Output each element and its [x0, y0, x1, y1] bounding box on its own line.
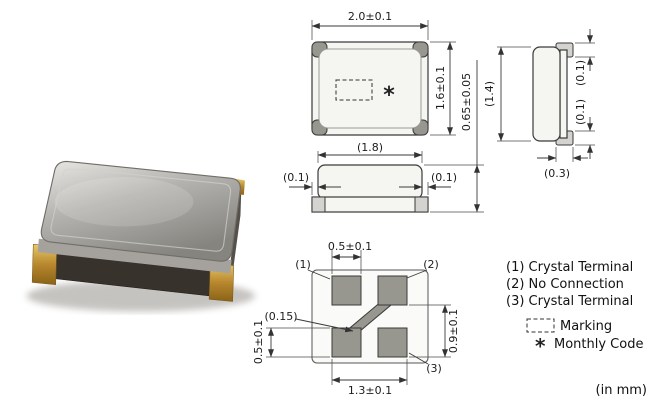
photo-metal-lid [40, 160, 241, 262]
top-width-dimension: 2.0±0.1 [348, 10, 392, 23]
photo-lid-sheen [54, 177, 194, 227]
photo-lid-bevel [37, 238, 232, 274]
top-view-lid-outline [318, 48, 422, 129]
trace-width-dimension: (0.15) [264, 310, 297, 323]
product-photo [26, 160, 256, 312]
terminal-3-label: (3) [426, 362, 442, 375]
bottom-pad-2 [377, 275, 408, 306]
legend-terminal-3: (3) Crystal Terminal [506, 294, 633, 309]
bottom-view: 0.5±0.1 0.5±0.1 0.9±0.1 1.3±0.1 (0.15) (… [252, 240, 460, 397]
terminal-2-label: (2) [423, 258, 439, 271]
pad-span-dimension: 1.3±0.1 [348, 384, 392, 397]
side-view: (1.4) (0.1) (0.1) (0.3) [483, 29, 595, 180]
bottom-pad-3 [377, 327, 408, 358]
left-margin-dimension: (0.1) [283, 171, 309, 184]
lid-width-dimension: (1.8) [357, 141, 383, 154]
lid-height-dimension: (1.4) [483, 81, 496, 107]
terminal-width-dimension: (0.3) [544, 167, 570, 180]
legend-terminal-1: (1) Crystal Terminal [506, 260, 633, 275]
right-margin-dimension: (0.1) [431, 171, 457, 184]
legend: (1) Crystal Terminal (2) No Connection (… [506, 260, 647, 398]
marking-area [335, 79, 373, 101]
terminal-1-label: (1) [295, 258, 311, 271]
pad-width-dimension: 0.5±0.1 [328, 240, 372, 253]
legend-monthly-code-label: Monthly Code [554, 337, 643, 352]
front-view-base [311, 196, 429, 213]
photo-lid-rim [50, 168, 232, 252]
legend-asterisk-icon: * [535, 334, 546, 358]
side-view-base-strip [559, 49, 568, 139]
bottom-pad-4 [331, 327, 362, 358]
front-view-terminal-left [311, 196, 326, 213]
pad-pitch-dimension: 0.9±0.1 [447, 309, 460, 353]
monthly-code-asterisk: * [383, 83, 395, 108]
top-view: * 2.0±0.1 1.6±0.1 [311, 10, 456, 136]
top-height-dimension: 1.6±0.1 [434, 66, 447, 110]
side-view-lid [532, 46, 561, 142]
package-height-dimension: 0.65±0.05 [460, 73, 473, 131]
front-view: (1.8) (0.1) (0.1) 0.65±0.05 [283, 60, 484, 213]
marking-legend-icon [526, 318, 555, 333]
legend-marking-label: Marking [560, 319, 612, 334]
pad-height-dimension: 0.5±0.1 [252, 320, 265, 364]
front-view-lid [317, 164, 423, 200]
top-terminal-dimension: (0.1) [574, 60, 587, 86]
front-view-terminal-right [414, 196, 429, 213]
bottom-terminal-dimension: (0.1) [574, 99, 587, 125]
legend-terminal-2: (2) No Connection [506, 277, 624, 292]
units-note: (in mm) [596, 383, 647, 398]
bottom-pad-1 [331, 275, 362, 306]
